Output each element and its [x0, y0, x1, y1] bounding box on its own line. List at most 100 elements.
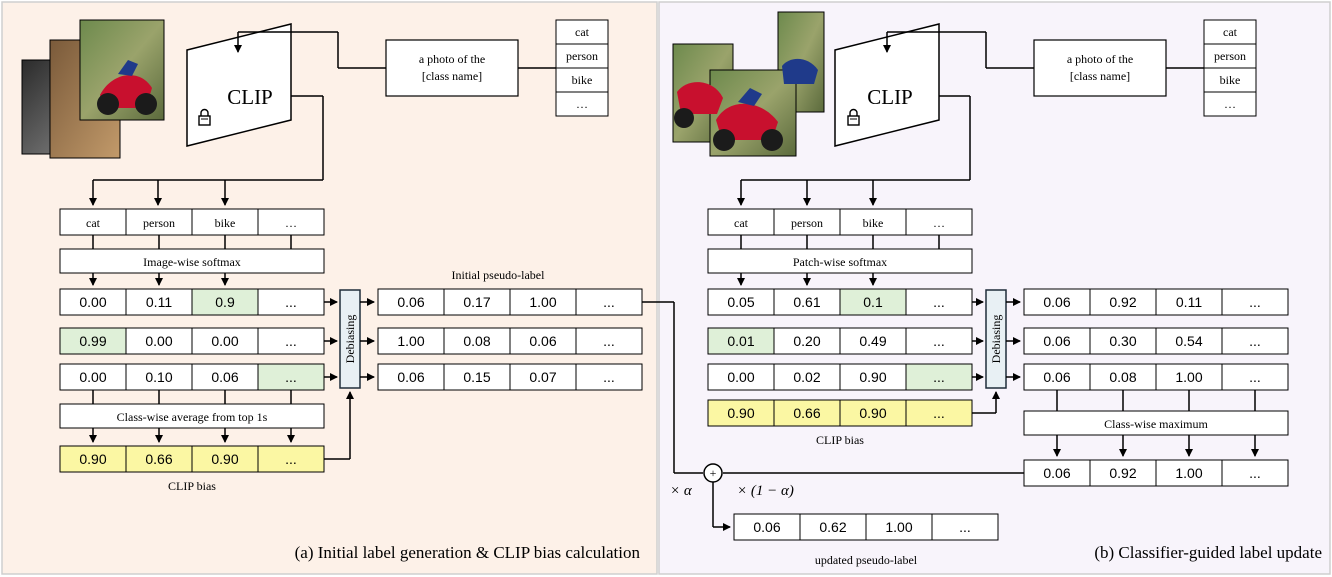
- right-bias-cell: ...: [933, 405, 945, 421]
- right-score-cell: 0.05: [727, 294, 754, 310]
- one-minus-alpha-label: × (1 − α): [737, 483, 794, 499]
- left-prompt-box: [385, 39, 519, 97]
- left-pseudo-cell: ...: [603, 369, 615, 385]
- left-score-cell: 0.00: [79, 369, 106, 385]
- left-bias-cell: 0.90: [79, 451, 106, 467]
- right-debiased-cell: 0.11: [1176, 294, 1202, 310]
- right-debiased-cell: 1.00: [1175, 369, 1202, 385]
- left-bias-row: 0.90 0.66 0.90 ...: [59, 445, 325, 473]
- right-header-cell: cat: [734, 216, 749, 230]
- left-score-cell: 0.10: [145, 369, 172, 385]
- right-caption: (b) Classifier-guided label update: [1094, 543, 1322, 562]
- left-softmax-label: Image-wise softmax: [143, 255, 241, 269]
- right-debiased-cell: ...: [1249, 333, 1261, 349]
- left-debias-label: Debiasing: [343, 315, 357, 364]
- right-class-header: cat person bike …: [707, 208, 973, 236]
- left-score-cell: ...: [285, 369, 297, 385]
- right-debiased-cell: ...: [1249, 369, 1261, 385]
- right-max-cell: 1.00: [1175, 465, 1202, 481]
- right-bias-cell: 0.90: [727, 405, 754, 421]
- right-class-list-item: …: [1224, 97, 1236, 111]
- right-header-cell: person: [791, 216, 823, 230]
- right-debiased-row: 0.06 0.08 1.00 ...: [1023, 363, 1289, 391]
- left-bias-cell: 0.66: [145, 451, 172, 467]
- left-score-cell: 0.11: [146, 294, 172, 310]
- left-score-row: 0.00 0.11 0.9 ...: [59, 288, 325, 316]
- right-score-cell: ...: [933, 294, 945, 310]
- updated-pseudo-cell: 0.06: [753, 519, 780, 535]
- right-score-row: 0.01 0.20 0.49 ...: [707, 327, 973, 355]
- right-prompt-line2: [class name]: [1070, 69, 1130, 83]
- right-max-cell: ...: [1249, 465, 1261, 481]
- right-score-row: 0.00 0.02 0.90 ...: [707, 363, 973, 391]
- left-pseudo-row: 1.00 0.08 0.06 ...: [377, 327, 643, 355]
- right-prompt-box: [1033, 39, 1167, 97]
- left-score-row: 0.00 0.10 0.06 ...: [59, 363, 325, 391]
- right-score-cell: ...: [933, 369, 945, 385]
- left-class-list-item: cat: [575, 25, 590, 39]
- left-header-cell: person: [143, 216, 175, 230]
- right-debiased-cell: 0.06: [1043, 294, 1070, 310]
- right-score-row: 0.05 0.61 0.1 ...: [707, 288, 973, 316]
- left-class-list: cat person bike …: [555, 19, 609, 117]
- left-pseudo-cell: 0.06: [397, 369, 424, 385]
- left-pseudo-cell: 0.08: [463, 333, 490, 349]
- right-class-list: cat person bike …: [1203, 19, 1257, 117]
- left-class-list-item: …: [576, 97, 588, 111]
- right-score-cell: 0.1: [863, 294, 883, 310]
- left-header-cell: bike: [215, 216, 236, 230]
- left-bias-cell: ...: [285, 451, 297, 467]
- left-score-cell: 0.00: [79, 294, 106, 310]
- left-lock-icon: [198, 108, 211, 126]
- left-bias-cell: 0.90: [211, 451, 238, 467]
- right-softmax-label: Patch-wise softmax: [793, 255, 887, 269]
- right-header-cell: …: [933, 216, 945, 230]
- right-score-cell: 0.20: [793, 333, 820, 349]
- left-score-cell: ...: [285, 294, 297, 310]
- left-score-row: 0.99 0.00 0.00 ...: [59, 327, 325, 355]
- left-pseudo-cell: 0.15: [463, 369, 490, 385]
- right-score-cell: 0.90: [859, 369, 886, 385]
- right-debiased-cell: 0.08: [1109, 369, 1136, 385]
- right-header-cell: bike: [863, 216, 884, 230]
- left-header-cell: cat: [86, 216, 101, 230]
- right-bias-cell: 0.90: [859, 405, 886, 421]
- updated-pseudo-row: 0.06 0.62 1.00 ...: [733, 513, 999, 541]
- left-score-cell: ...: [285, 333, 297, 349]
- left-pseudo-cell: 0.07: [529, 369, 556, 385]
- left-prompt-line2: [class name]: [422, 69, 482, 83]
- left-pseudo-cell: 0.17: [463, 294, 490, 310]
- right-score-cell: 0.00: [727, 369, 754, 385]
- left-score-cell: 0.00: [145, 333, 172, 349]
- right-max-label: Class-wise maximum: [1104, 417, 1208, 431]
- right-score-cell: 0.61: [793, 294, 820, 310]
- right-prompt-line1: a photo of the: [1067, 52, 1133, 66]
- updated-pseudo-cell: 0.62: [819, 519, 846, 535]
- left-pseudo-title: Initial pseudo-label: [452, 268, 546, 282]
- left-clip-label: CLIP: [227, 85, 273, 109]
- left-pseudo-cell: ...: [603, 333, 615, 349]
- left-score-cell: 0.00: [211, 333, 238, 349]
- right-bias-label: CLIP bias: [816, 433, 864, 447]
- plus-symbol: +: [710, 466, 717, 480]
- left-score-cell: 0.99: [79, 333, 106, 349]
- right-score-cell: ...: [933, 333, 945, 349]
- left-prompt-line1: a photo of the: [419, 52, 485, 66]
- right-debiased-cell: 0.30: [1109, 333, 1136, 349]
- left-caption: (a) Initial label generation & CLIP bias…: [295, 543, 641, 562]
- right-debiased-row: 0.06 0.30 0.54 ...: [1023, 327, 1289, 355]
- right-class-list-item: person: [1214, 49, 1246, 63]
- right-clip-label: CLIP: [867, 85, 913, 109]
- left-pseudo-cell: 0.06: [397, 294, 424, 310]
- left-header-cell: …: [285, 216, 297, 230]
- left-pseudo-cell: 1.00: [397, 333, 424, 349]
- left-class-header: cat person bike …: [59, 208, 325, 236]
- left-average-box: [59, 403, 325, 429]
- right-score-cell: 0.02: [793, 369, 820, 385]
- right-max-row: 0.06 0.92 1.00 ...: [1023, 459, 1289, 487]
- right-debias-box: [985, 289, 1007, 389]
- right-softmax-box: [707, 248, 973, 274]
- right-debiased-cell: ...: [1249, 294, 1261, 310]
- left-pseudo-row: 0.06 0.17 1.00 ...: [377, 288, 643, 316]
- updated-pseudo-cell: 1.00: [885, 519, 912, 535]
